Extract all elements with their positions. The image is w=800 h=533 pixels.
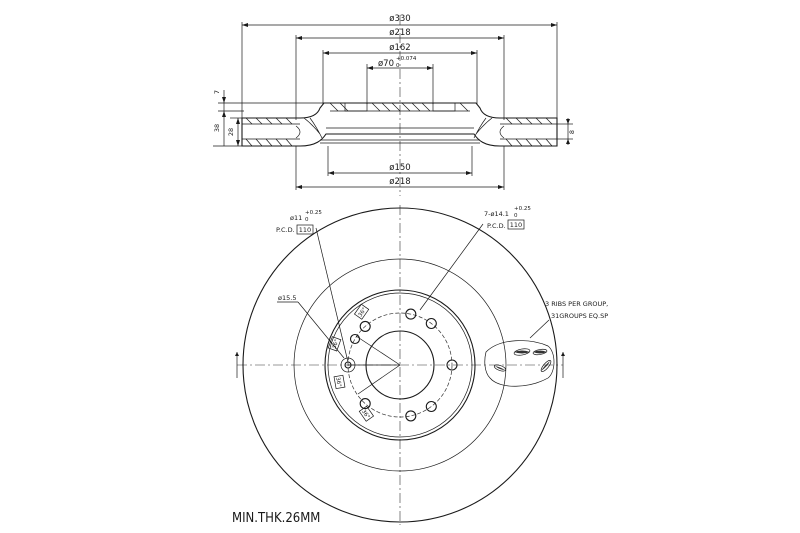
bolt-hole-right [446, 359, 458, 371]
d15-5-label: ø15.5 [278, 294, 296, 302]
disc-outer-edge [242, 207, 558, 523]
bolt-hole-left-upper [349, 333, 361, 345]
dim-d150: ø150 [327, 146, 473, 176]
angle-markers: 36° 36° 36° 36° [327, 303, 375, 422]
ribs-line-1: 3 RIBS PER GROUP, [545, 300, 608, 308]
dim-heights-left: 7 38 28 [213, 90, 328, 147]
min-thickness-note: MIN.THK.26MM [232, 511, 320, 526]
angle-label-4: 36° [360, 409, 371, 421]
hat-inner [327, 292, 473, 438]
bolt-hole-bottom [405, 410, 417, 422]
dim-d150-label: ø150 [389, 163, 410, 173]
bolt-hole-top-right [425, 317, 437, 330]
dim-d162: ø162 [322, 43, 478, 104]
dim-d218-top: ø218 [295, 28, 505, 120]
dim-h28-label: 28 [227, 128, 235, 136]
dim-h8: 8 [557, 118, 576, 145]
ribs-detail-shapes [493, 348, 552, 372]
ribs-line-2: 31GROUPS EQ.SP [551, 312, 608, 320]
dim-d218-bottom-label: ø218 [389, 177, 410, 187]
dim-d162-label: ø162 [389, 43, 410, 53]
bolt-hole-top-left [405, 308, 417, 320]
small-hole-tol-lower: 0 [305, 217, 309, 223]
large-hole-pcd-value: 110 [510, 221, 522, 229]
d15-5-callout: ø15.5 [277, 294, 345, 359]
angle-label-1: 36° [358, 307, 369, 319]
small-hole-pcd-prefix: P.C.D. [276, 226, 295, 234]
angle-rays [348, 335, 401, 395]
large-hole-pcd-prefix: P.C.D. [487, 222, 506, 230]
section-view: ø330 ø218 ø162 ø70 +0.074 0 [213, 14, 576, 196]
bolt-hole-bottom-right [425, 400, 437, 413]
angle-label-2: 36° [331, 339, 340, 350]
large-hole-tol-lower: 0 [514, 213, 518, 219]
dim-d330-label: ø330 [389, 14, 410, 24]
angle-label-3: 36° [334, 377, 342, 388]
dim-d70-tol-lower: 0 [396, 63, 400, 69]
bolt-hole-upper-left [359, 320, 371, 332]
dim-h7-label: 7 [213, 90, 221, 94]
large-hole-tol-upper: +0.25 [514, 206, 531, 212]
small-hole-callout: ø11 +0.25 0 P.C.D. 110 [276, 210, 349, 363]
rotor-section-profile [241, 102, 558, 147]
large-hole-label: 7-ø14.1 [484, 210, 509, 218]
section-markers [236, 352, 564, 378]
hat-outer [324, 289, 476, 441]
dim-d70: ø70 +0.074 0 [366, 56, 434, 104]
dim-d70-label: ø70 [378, 59, 394, 69]
ribs-detail-outline [484, 340, 555, 387]
large-hole-callout: 7-ø14.1 +0.25 0 P.C.D. 110 [419, 206, 531, 311]
plan-view: 36° 36° 36° 36° ø11 +0.25 0 P.C.D. 110 [235, 205, 608, 525]
dim-h8-label: 8 [568, 130, 576, 134]
small-hole-label: ø11 [290, 214, 302, 222]
small-hole-tol-upper: +0.25 [305, 210, 322, 216]
bolt-hole-bottom-left [359, 398, 371, 410]
dim-d70-tol-upper: +0.074 [396, 56, 417, 62]
small-hole-pcd-value: 110 [299, 226, 311, 234]
friction-ring-inner [293, 258, 507, 472]
dim-d330: ø330 [241, 14, 558, 118]
ribs-callout: 3 RIBS PER GROUP, 31GROUPS EQ.SP [484, 300, 608, 387]
dim-h38-label: 38 [213, 124, 221, 132]
dim-d218-bottom: ø218 [295, 146, 505, 190]
dim-d218-top-label: ø218 [389, 28, 410, 38]
